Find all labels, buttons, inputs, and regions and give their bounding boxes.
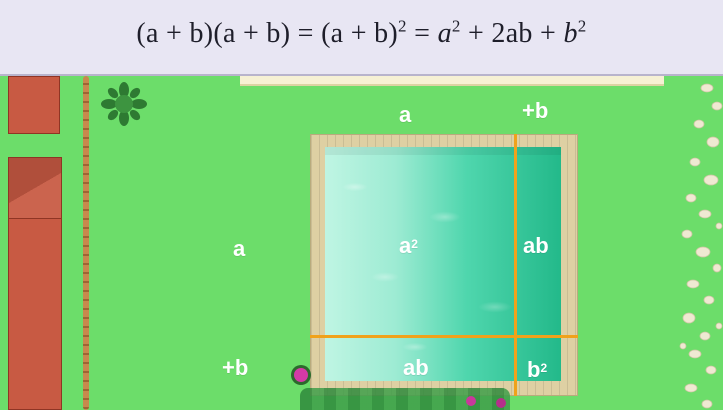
equation-b-squared: b2 [563,16,587,49]
equation: (a + b)(a + b) = (a + b)2 = a2 + 2ab + b… [136,16,587,49]
roof-icon [8,157,62,410]
hedge [300,388,510,410]
equation-lhs: (a + b)(a + b) [136,18,291,49]
region-a-squared: a2 [399,233,418,258]
pool-water [325,147,561,381]
region-b-squared: b2 [527,357,548,382]
shrub-icon [101,82,147,126]
flower-icon [294,368,308,382]
vertical-divider [514,134,517,396]
label-left-b: +b [222,355,249,380]
stone-path-icon [679,83,723,409]
label-top-a: a [399,102,412,127]
roof-icon [8,76,60,134]
horizontal-divider [310,335,578,338]
equation-middle: (a + b)2 [321,16,407,49]
ledge [240,76,664,86]
pool [310,134,578,396]
flower-icon [466,396,476,406]
region-ab-right: ab [523,233,549,258]
equation-a-squared: a2 [437,16,461,49]
equation-2ab: 2ab [491,18,533,49]
flower-icon [496,398,506,408]
label-top-b: +b [522,98,549,123]
equation-banner: (a + b)(a + b) = (a + b)2 = a2 + 2ab + b… [0,0,723,76]
region-ab-bottom: ab [403,355,429,380]
label-left-a: a [233,236,246,261]
fence-icon [83,76,89,410]
